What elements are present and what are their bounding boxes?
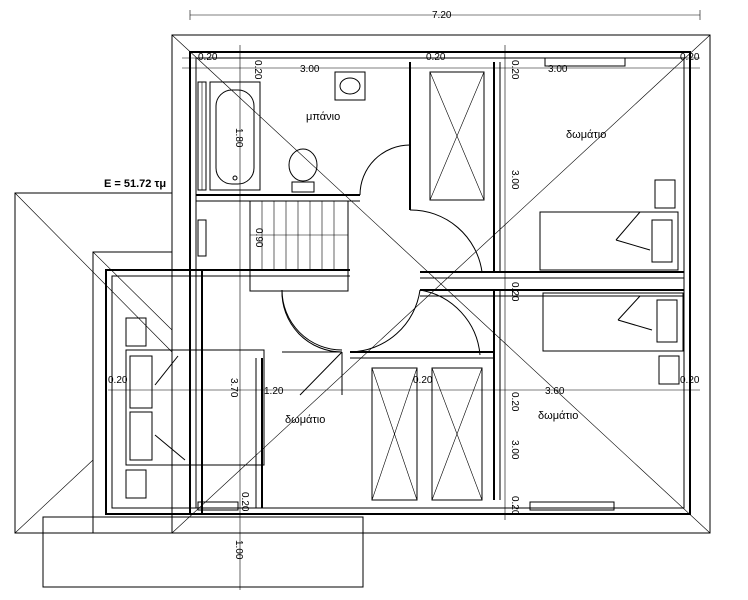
dim-300-top-right: 3.00: [548, 64, 568, 75]
room-label-bathroom: μπάνιο: [306, 111, 340, 123]
dim-100: 1.00: [233, 540, 244, 560]
dim-120: 1.20: [264, 386, 284, 397]
dim-180: 1.80: [233, 128, 244, 148]
roof-outline: [14, 34, 711, 588]
wardrobe-left: [371, 367, 418, 501]
door-swings: [281, 144, 483, 396]
dim-020-b: 0.20: [426, 52, 446, 63]
dim-020-c: 0.20: [680, 52, 700, 63]
dimension-lines: [108, 45, 700, 590]
dim-020-h: 0.20: [413, 375, 433, 386]
bed-middle-right: [542, 292, 684, 385]
bed-top-right: [539, 179, 679, 271]
room-label-bedroom-bottom-left: δωμάτιο: [285, 414, 325, 426]
bed-bottom-left: [125, 317, 265, 499]
dim-300-top-left: 3.00: [300, 64, 320, 75]
area-label: E = 51.72 τμ: [104, 178, 166, 190]
dim-020-f: 0.20: [509, 282, 520, 302]
dim-020-g: 0.20: [108, 375, 128, 386]
room-label-bedroom-bottom-right: δωμάτιο: [538, 410, 578, 422]
dim-020-a: 0.20: [198, 52, 218, 63]
dim-020-d: 0.20: [252, 60, 263, 80]
dim-360: 3.60: [545, 386, 565, 397]
interior-walls: [112, 62, 684, 508]
dim-020-e: 0.20: [509, 60, 520, 80]
wardrobe-right: [431, 367, 483, 501]
dim-300-right-lower: 3.00: [509, 440, 520, 460]
dim-total-width: 7.20: [432, 10, 452, 21]
staircase: [249, 200, 349, 292]
washbasin: [334, 71, 366, 101]
dim-020-i: 0.20: [680, 375, 700, 386]
bathtub: [209, 81, 261, 191]
dim-090: 0.90: [253, 228, 264, 248]
dim-020-l: 0.20: [509, 496, 520, 516]
dim-020-k: 0.20: [239, 492, 250, 512]
top-dimension: [189, 10, 701, 20]
bathroom-closet: [429, 71, 485, 201]
dim-020-j: 0.20: [509, 392, 520, 412]
dim-370: 3.70: [228, 378, 239, 398]
toilet: [288, 148, 318, 193]
dim-300-right-upper: 3.00: [509, 170, 520, 190]
room-label-bedroom-top-right: δωμάτιο: [566, 129, 606, 141]
